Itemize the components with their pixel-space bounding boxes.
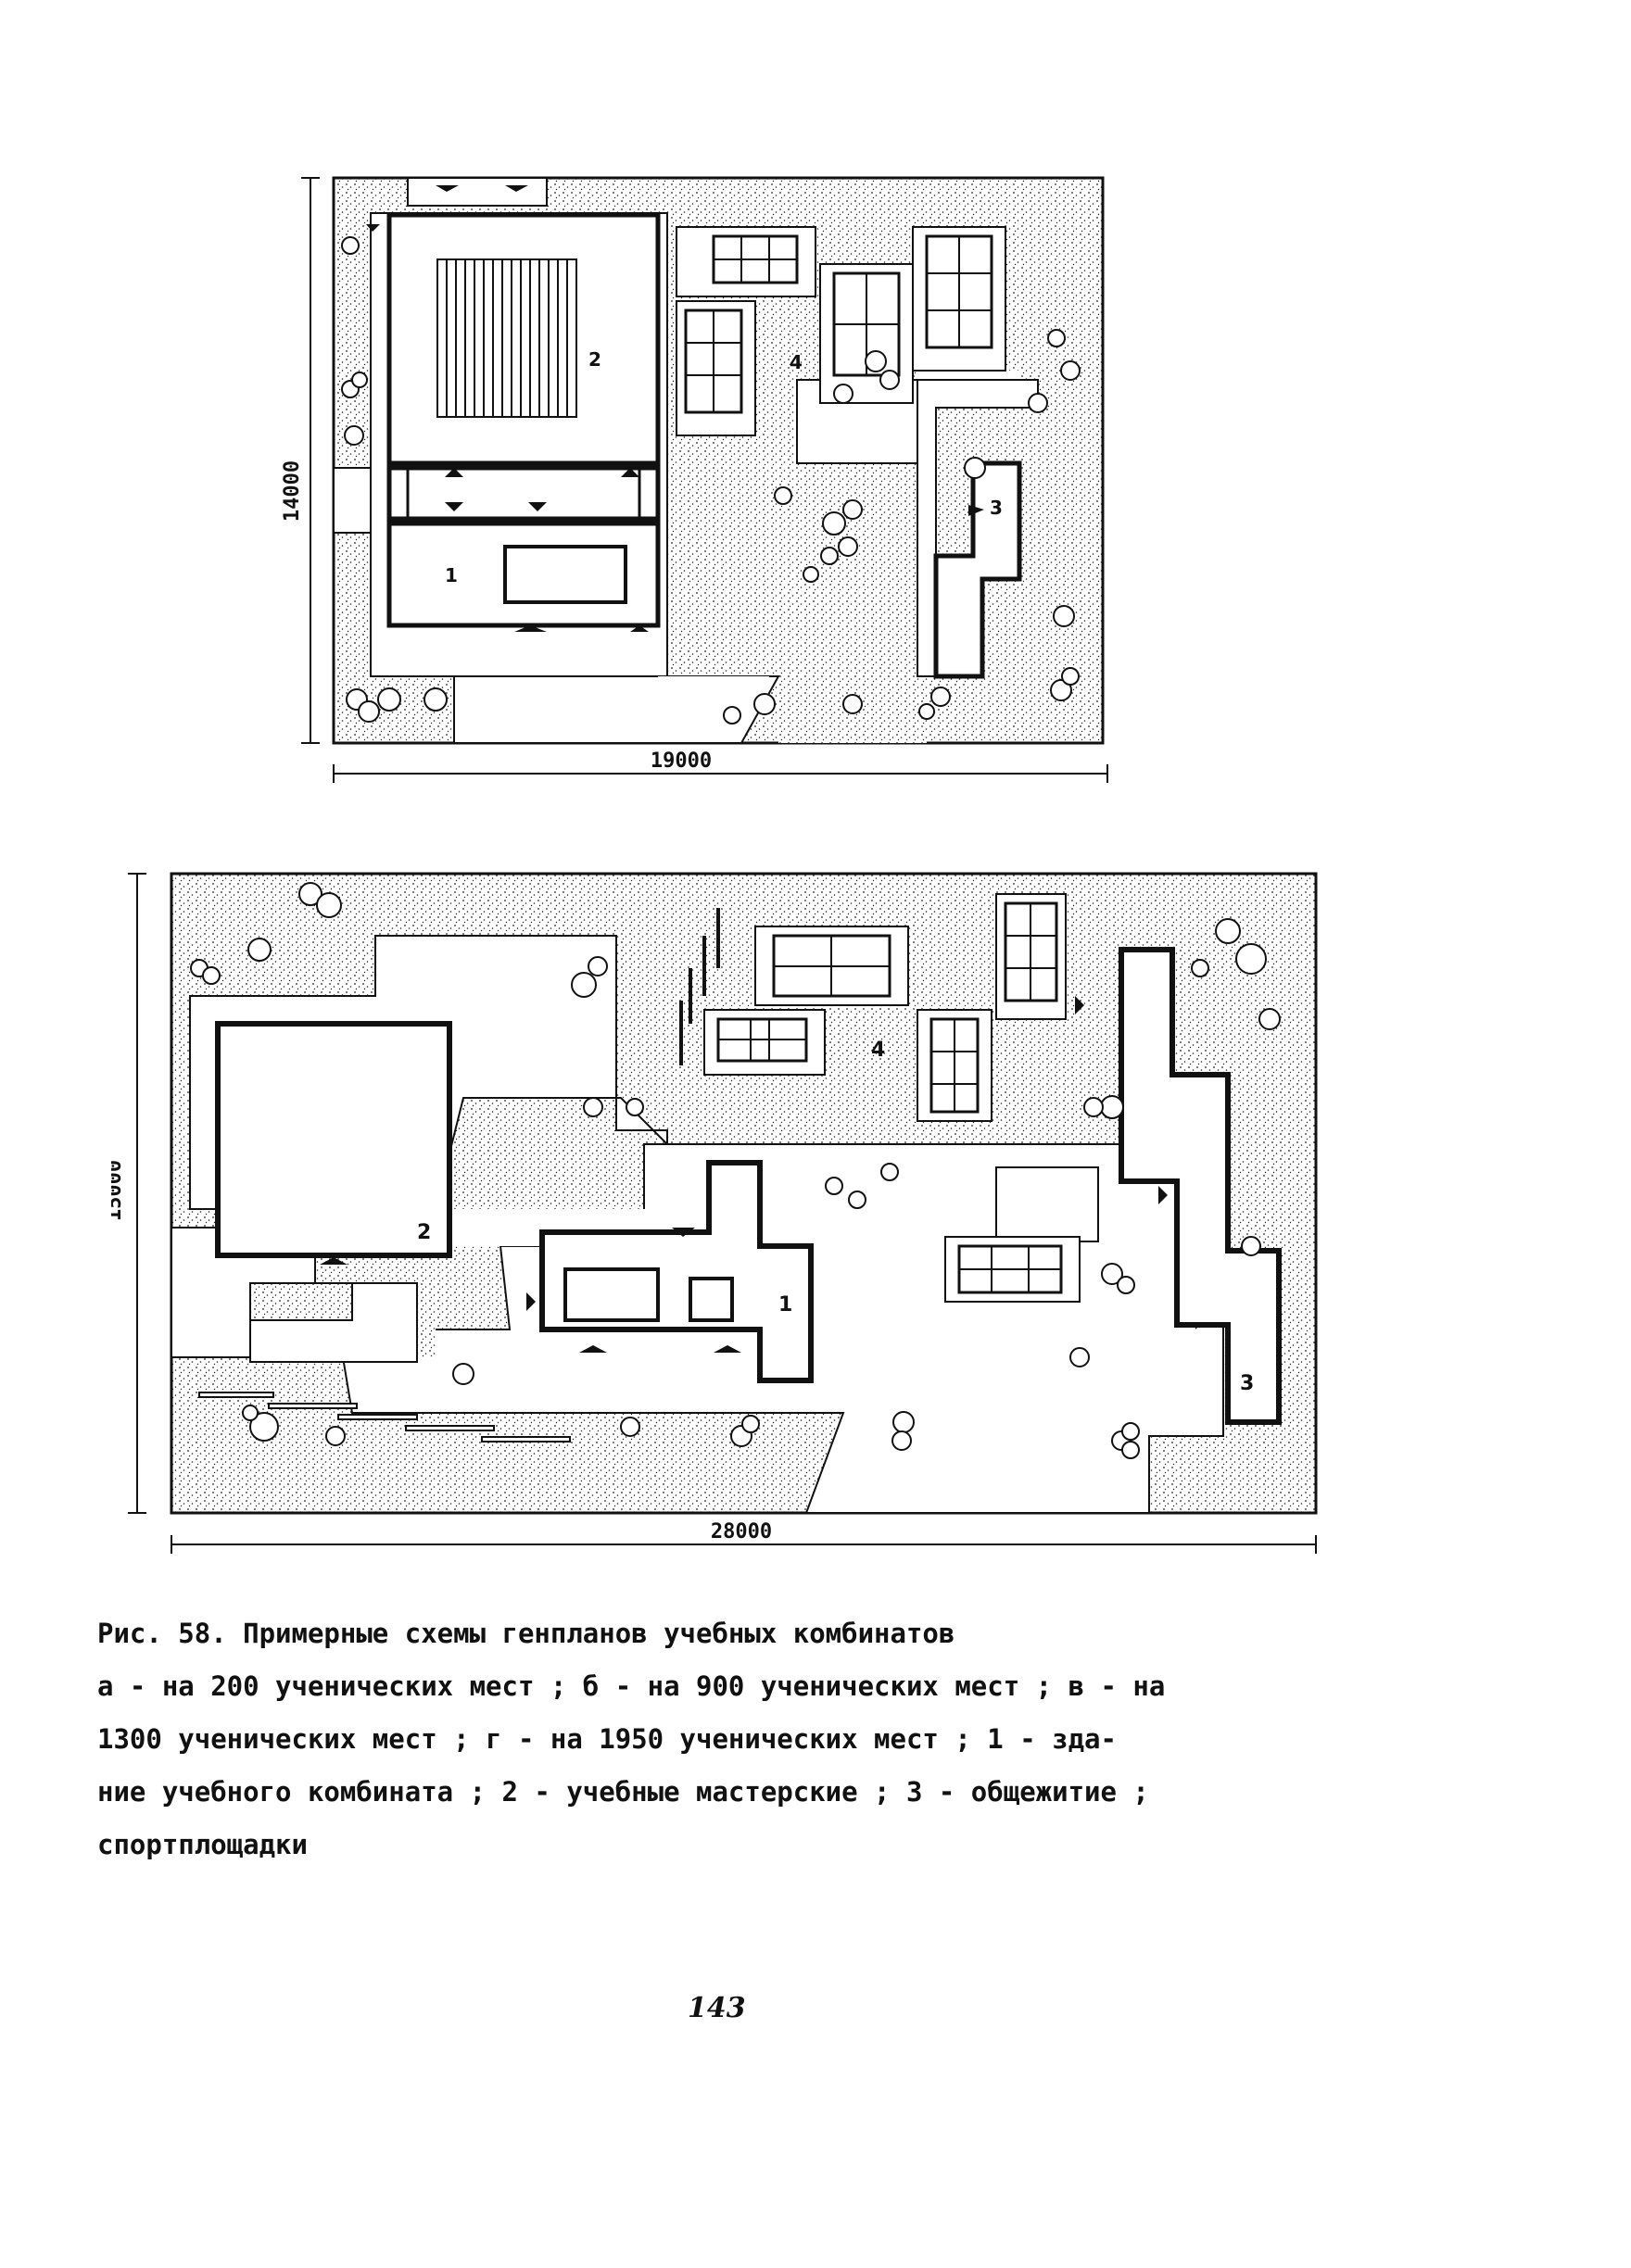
site-plan-a: 2 1 4: [281, 176, 1108, 783]
building-1-main-b: [539, 1160, 814, 1383]
dimension-width-b: 28000: [711, 1520, 772, 1544]
dimension-lines-b: [128, 873, 1317, 1554]
caption-line: Рис. 58. Примерные схемы генпланов учебн…: [97, 1618, 955, 1649]
entry-strip: [407, 177, 548, 207]
label-4-b: 4: [871, 1039, 885, 1062]
page-number: 143: [688, 1992, 746, 2024]
caption-line: а - на 200 ученических мест ; б - на 900…: [97, 1670, 1166, 1702]
hall-b-2: [689, 1277, 734, 1322]
workshop-hatching: [436, 258, 577, 418]
trees-b: [190, 882, 1281, 1459]
label-2-b: 2: [417, 1221, 431, 1244]
paths: [679, 908, 720, 1065]
building-3-dormitory-b: [1119, 947, 1282, 1425]
dimension-width-a: 19000: [651, 750, 712, 773]
label-3: 3: [990, 497, 1003, 519]
entrance-markers: [366, 185, 649, 632]
label-4: 4: [790, 351, 803, 373]
label-1: 1: [445, 564, 458, 586]
dimension-height-a: 14000: [281, 460, 304, 522]
label-1-b: 1: [778, 1293, 792, 1317]
dimension-height-b: 15000: [111, 1160, 126, 1221]
block-4-b: [703, 893, 1099, 1303]
caption-line: спортплощадки: [97, 1829, 308, 1860]
trees: [341, 236, 1081, 724]
sports-hall: [503, 545, 627, 604]
hall-b-1: [563, 1267, 660, 1322]
dimension-lines: [301, 177, 1108, 783]
sports-tracks: [198, 1392, 571, 1443]
building-2-workshops: [386, 212, 661, 466]
label-2: 2: [588, 348, 601, 371]
caption-line: ние учебного комбината ; 2 - учебные мас…: [97, 1776, 1149, 1808]
caption-line: 1300 ученических мест ; г - на 1950 учен…: [97, 1723, 1117, 1755]
block-4: [676, 226, 1006, 436]
corridor: [386, 465, 661, 522]
building-3-dormitory: [933, 460, 1022, 679]
building-2-workshops-b: [215, 1021, 452, 1258]
figure-caption: Рис. 58. Примерные схемы генпланов учебн…: [97, 1607, 1302, 1871]
label-3-b: 3: [1240, 1372, 1254, 1395]
site-plan-b: 2 1: [111, 872, 1318, 1554]
